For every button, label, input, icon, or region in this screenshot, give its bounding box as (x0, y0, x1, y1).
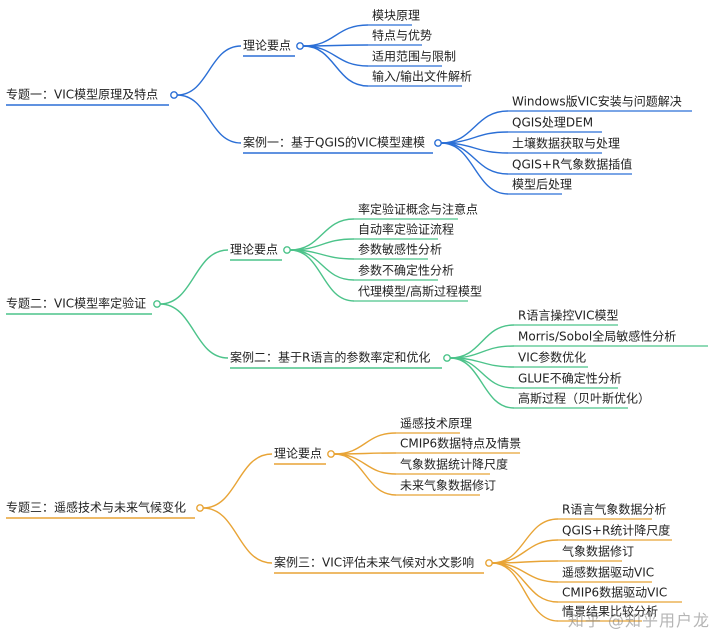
branch-to-leaf-connector (491, 562, 559, 622)
leaf-label: 遥感数据驱动VIC (562, 565, 654, 580)
topic-node-circle (153, 300, 161, 308)
leaf-label: CMIP6数据驱动VIC (562, 585, 667, 600)
branch-node-circle (283, 246, 291, 254)
leaf-label: VIC参数优化 (518, 350, 586, 365)
leaf-label: 气象数据修订 (562, 544, 634, 559)
branch-to-leaf-connector (491, 518, 559, 564)
branch-to-leaf-connector (491, 562, 559, 603)
leaf-label: 高斯过程（贝叶斯优化） (518, 391, 650, 406)
branch-label: 案例二：基于R语言的参数率定和优化 (230, 350, 430, 365)
branch-node-circle (485, 559, 493, 567)
branch-label: 案例一：基于QGIS的VIC模型建模 (243, 135, 425, 150)
leaf-label: 参数敏感性分析 (358, 242, 442, 257)
topic-to-branch-connector (202, 453, 273, 509)
leaf-label: Windows版VIC安装与问题解决 (512, 94, 682, 109)
branch-node-circle (434, 139, 442, 147)
branch-to-leaf-connector (491, 562, 559, 583)
branch-to-leaf-connector (449, 324, 515, 359)
branch-to-leaf-connector (302, 24, 369, 47)
leaf-label: QGIS+R统计降尺度 (562, 523, 670, 538)
branch-to-leaf-connector (440, 142, 509, 195)
branch-to-leaf-connector (333, 453, 397, 475)
leaf-label: 未来气象数据修订 (400, 478, 496, 493)
leaf-label: 代理模型/高斯过程模型 (358, 284, 482, 299)
branch-to-leaf-connector (302, 45, 369, 87)
leaf-label: R语言气象数据分析 (562, 502, 666, 517)
branch-node-circle (327, 450, 335, 458)
leaf-label: 输入/输出文件解析 (372, 69, 472, 84)
leaf-label: QGIS处理DEM (512, 116, 593, 130)
branch-to-leaf-connector (449, 357, 515, 409)
leaf-label: 模型后处理 (512, 178, 572, 192)
leaf-label: 模块原理 (372, 9, 420, 23)
branch-to-leaf-connector (333, 432, 397, 455)
branch-to-leaf-connector (289, 218, 355, 251)
topic-label: 专题三：遥感技术与未来气候变化 (6, 500, 186, 515)
topic-node-circle (196, 504, 204, 512)
leaf-label: 参数不确定性分析 (358, 263, 454, 278)
topic-to-branch-connector (176, 94, 242, 144)
branch-label: 理论要点 (243, 39, 291, 53)
branch-label: 案例三：VIC评估未来气候对水文影响 (274, 555, 474, 570)
branch-to-leaf-connector (491, 539, 559, 564)
leaf-label: QGIS+R气象数据插值 (512, 157, 632, 172)
topic-to-branch-connector (176, 45, 242, 96)
topic-to-branch-connector (159, 303, 229, 359)
watermark: 知乎 @知乎用户龙 (567, 611, 710, 630)
topic-label: 专题二：VIC模型率定验证 (6, 296, 146, 311)
branch-node-circle (296, 42, 304, 50)
topic-label: 专题一：VIC模型原理及特点 (6, 87, 158, 102)
leaf-label: GLUE不确定性分析 (518, 371, 622, 386)
leaf-label: 特点与优势 (372, 28, 432, 43)
leaf-label: 土壤数据获取与处理 (512, 136, 620, 151)
leaf-label: 率定验证概念与注意点 (358, 202, 478, 217)
leaf-label: 适用范围与限制 (372, 50, 456, 64)
branch-node-circle (443, 354, 451, 362)
leaf-label: 情景结果比较分析 (562, 604, 658, 619)
leaf-label: 气象数据统计降尺度 (400, 457, 508, 472)
leaf-label: Morris/Sobol全局敏感性分析 (518, 329, 676, 344)
topic-to-branch-connector (202, 507, 273, 564)
leaf-label: CMIP6数据特点及情景 (400, 436, 521, 451)
branch-label: 理论要点 (274, 447, 322, 461)
leaf-label: R语言操控VIC模型 (518, 308, 618, 323)
branch-to-leaf-connector (333, 453, 397, 496)
leaf-label: 自动率定验证流程 (358, 222, 454, 237)
branch-to-leaf-connector (302, 45, 369, 67)
branch-to-leaf-connector (289, 249, 355, 302)
branch-label: 理论要点 (230, 243, 278, 257)
leaf-label: 遥感技术原理 (400, 416, 472, 431)
topic-to-branch-connector (159, 249, 229, 305)
topic-node-circle (170, 91, 178, 99)
